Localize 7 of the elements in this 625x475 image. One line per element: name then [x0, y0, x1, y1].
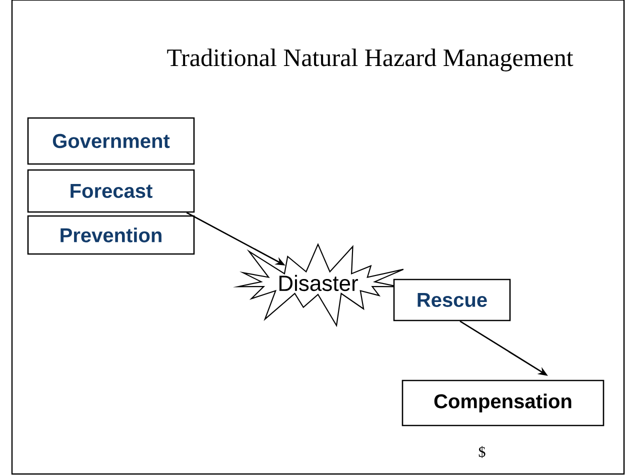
text-box: Compensation — [402, 380, 604, 426]
text-box: Government — [27, 117, 195, 165]
title: Traditional Natural Hazard Management — [167, 48, 574, 72]
text-box: Prevention — [27, 215, 195, 255]
note: $ — [478, 446, 486, 458]
text-box: Forecast — [27, 169, 195, 213]
text-box: Rescue — [393, 278, 511, 322]
